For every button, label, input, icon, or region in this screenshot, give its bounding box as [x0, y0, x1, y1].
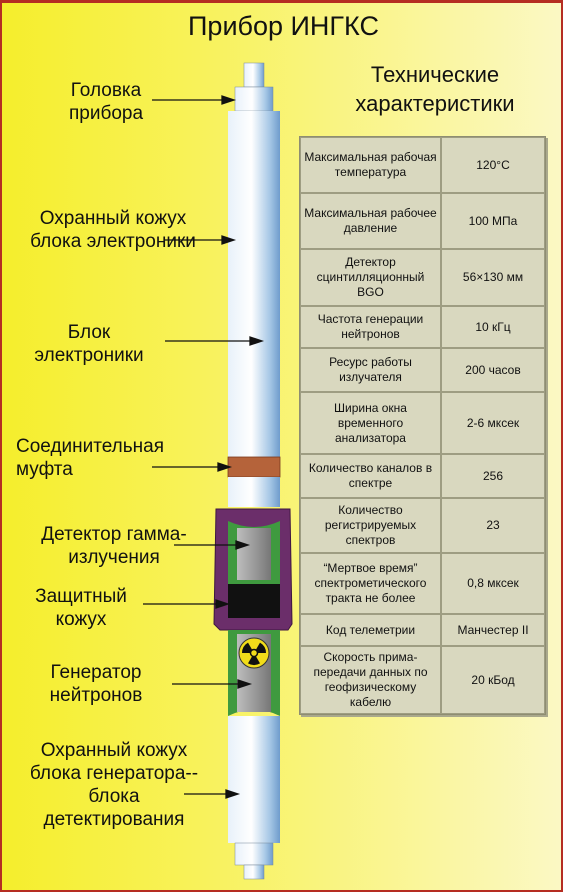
spec-row: “Мертвое время” спектрометического тракт… [300, 553, 545, 614]
label-head: Головка прибора [68, 80, 144, 124]
spec-row: Скорость прима-передачи данных по геофиз… [300, 646, 545, 714]
spec-param: Количество регистрируемых спектров [300, 498, 441, 553]
tool-head-cap [243, 62, 265, 88]
coupling [227, 456, 281, 478]
label-coupling: Соединительная муфта [16, 436, 165, 480]
spec-param: Скорость прима-передачи данных по геофиз… [300, 646, 441, 714]
label-gamma-detector: Детектор гамма-излучения [41, 524, 187, 568]
tool-diagram [143, 62, 293, 880]
generator-housing [228, 716, 280, 843]
spec-param: Код телеметрии [300, 614, 441, 646]
label-electronics-housing: Охранный кожух блока электроники [30, 208, 196, 252]
spec-param: Ширина окна временного анализатора [300, 392, 441, 454]
spec-value: 100 МПа [441, 193, 545, 249]
tool-head [234, 86, 274, 112]
spec-value: 20 кБод [441, 646, 545, 714]
spec-value: 10 кГц [441, 306, 545, 348]
label-neutron-generator: Генератор нейтронов [49, 662, 143, 706]
spec-param: Частота генерации нейтронов [300, 306, 441, 348]
page-title: Прибор ИНГКС [188, 11, 379, 41]
spec-title: Технические характеристики [355, 62, 515, 116]
spec-value: 0,8 мксек [441, 553, 545, 614]
spec-param: Максимальная рабочая температура [300, 137, 441, 193]
spec-param: Максимальная рабочее давление [300, 193, 441, 249]
electronics-housing [228, 111, 280, 457]
radiation-icon [238, 637, 270, 669]
spec-param: Детектор сцинтилляционный BGO [300, 249, 441, 306]
tool-bottom-cap [243, 864, 265, 880]
label-protective-housing: Защитный кожух [35, 586, 127, 630]
spec-param: Количество каналов в спектре [300, 454, 441, 498]
electronics-housing-lower [228, 477, 280, 507]
protective-housing [228, 584, 280, 618]
spec-value: 200 часов [441, 348, 545, 392]
spec-param: “Мертвое время” спектрометического тракт… [300, 553, 441, 614]
spec-param: Ресурс работы излучателя [300, 348, 441, 392]
label-electronics-block: Блок электроники [34, 322, 144, 366]
spec-value: 56×130 мм [441, 249, 545, 306]
spec-value: Манчестер II [441, 614, 545, 646]
spec-value: 120°С [441, 137, 545, 193]
spec-value: 2-6 мксек [441, 392, 545, 454]
label-generator-housing: Охранный кожух блока генератора--блока д… [29, 740, 199, 830]
spec-value: 256 [441, 454, 545, 498]
detector-crystal [237, 528, 271, 580]
spec-value: 23 [441, 498, 545, 553]
tool-bottom [234, 842, 274, 866]
